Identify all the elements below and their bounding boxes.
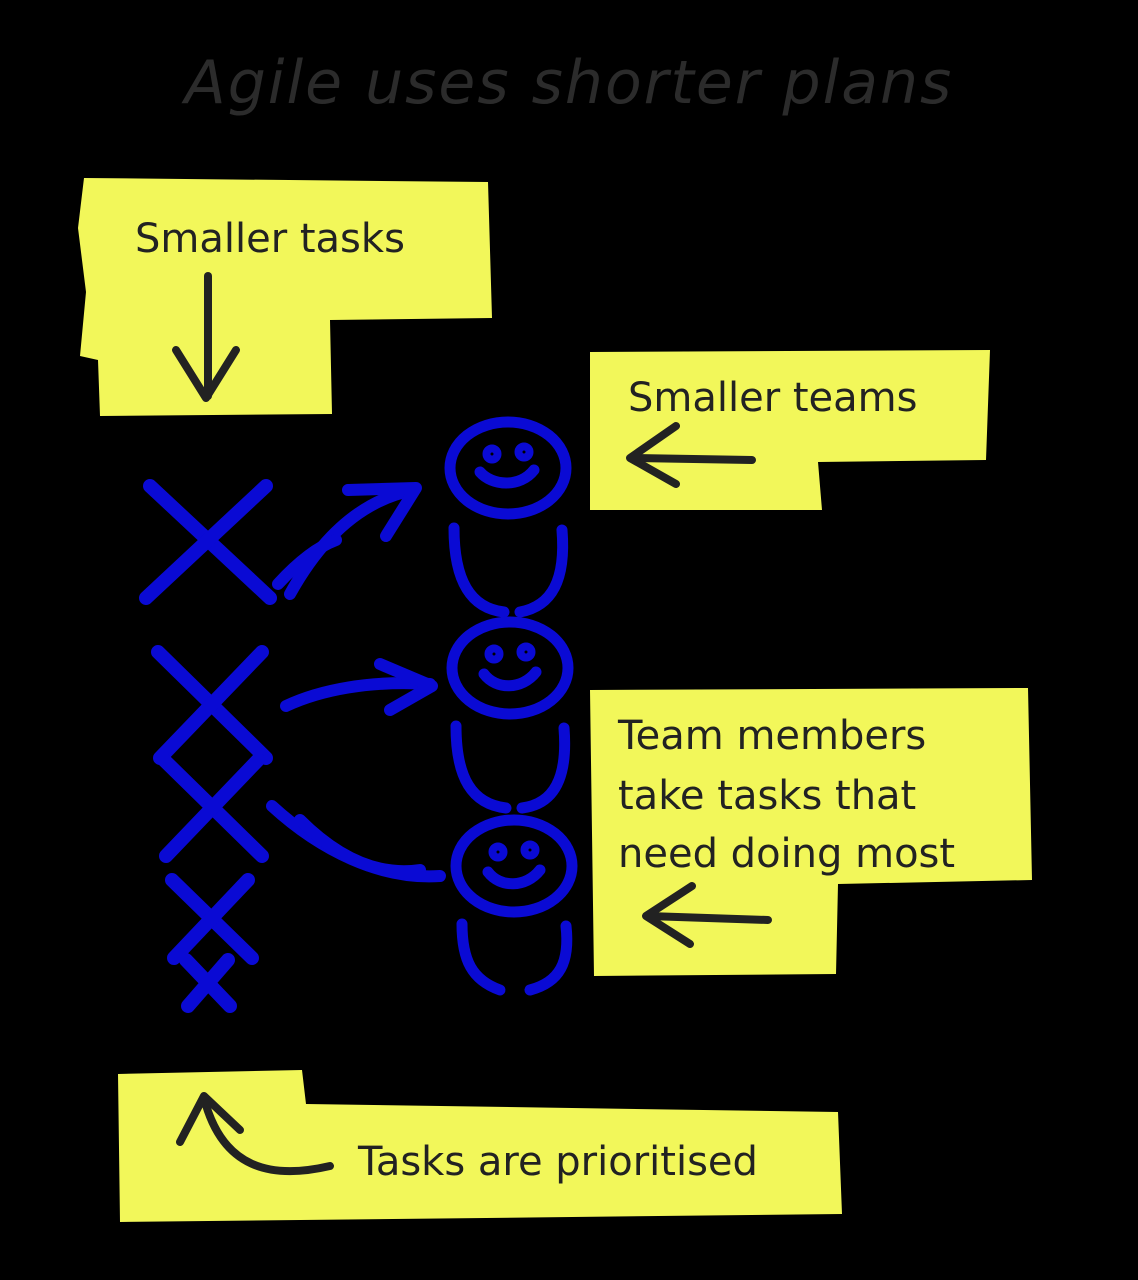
sticky-note-smaller-teams: [590, 350, 990, 510]
note-team-members-line-1: Team members: [618, 713, 927, 759]
arrow-icon-down: [172, 272, 240, 402]
cross-mark-icon: [165, 873, 259, 965]
diagram-title: Agile uses shorter plans: [184, 48, 954, 118]
cross-mark-icon: [151, 645, 273, 765]
note-team-members-line-3: need doing most: [618, 831, 956, 877]
cross-mark-icon: [157, 753, 269, 863]
cross-mark-icon: [139, 479, 277, 605]
note-smaller-tasks-label: Smaller tasks: [135, 216, 405, 262]
arrow-icon-task-to-team-2: [280, 658, 438, 716]
arrow-icon-left-members: [642, 882, 772, 948]
arrow-icon-task-to-team-1: [272, 482, 422, 600]
arrow-icon-left-teams: [626, 422, 756, 488]
person-icon: [450, 814, 578, 996]
note-prioritised-label: Tasks are prioritised: [358, 1139, 758, 1185]
person-icon: [444, 416, 572, 618]
note-smaller-teams-label: Smaller teams: [628, 375, 918, 421]
arrow-icon-curved-up: [176, 1092, 334, 1176]
sticky-note-team-members: [590, 688, 1032, 976]
sticky-note-prioritised: [118, 1070, 842, 1222]
cross-mark-icon: [179, 953, 237, 1013]
arrow-icon-task-to-team-3: [266, 800, 446, 883]
note-team-members-line-2: take tasks that: [618, 773, 917, 819]
person-icon: [446, 616, 574, 814]
